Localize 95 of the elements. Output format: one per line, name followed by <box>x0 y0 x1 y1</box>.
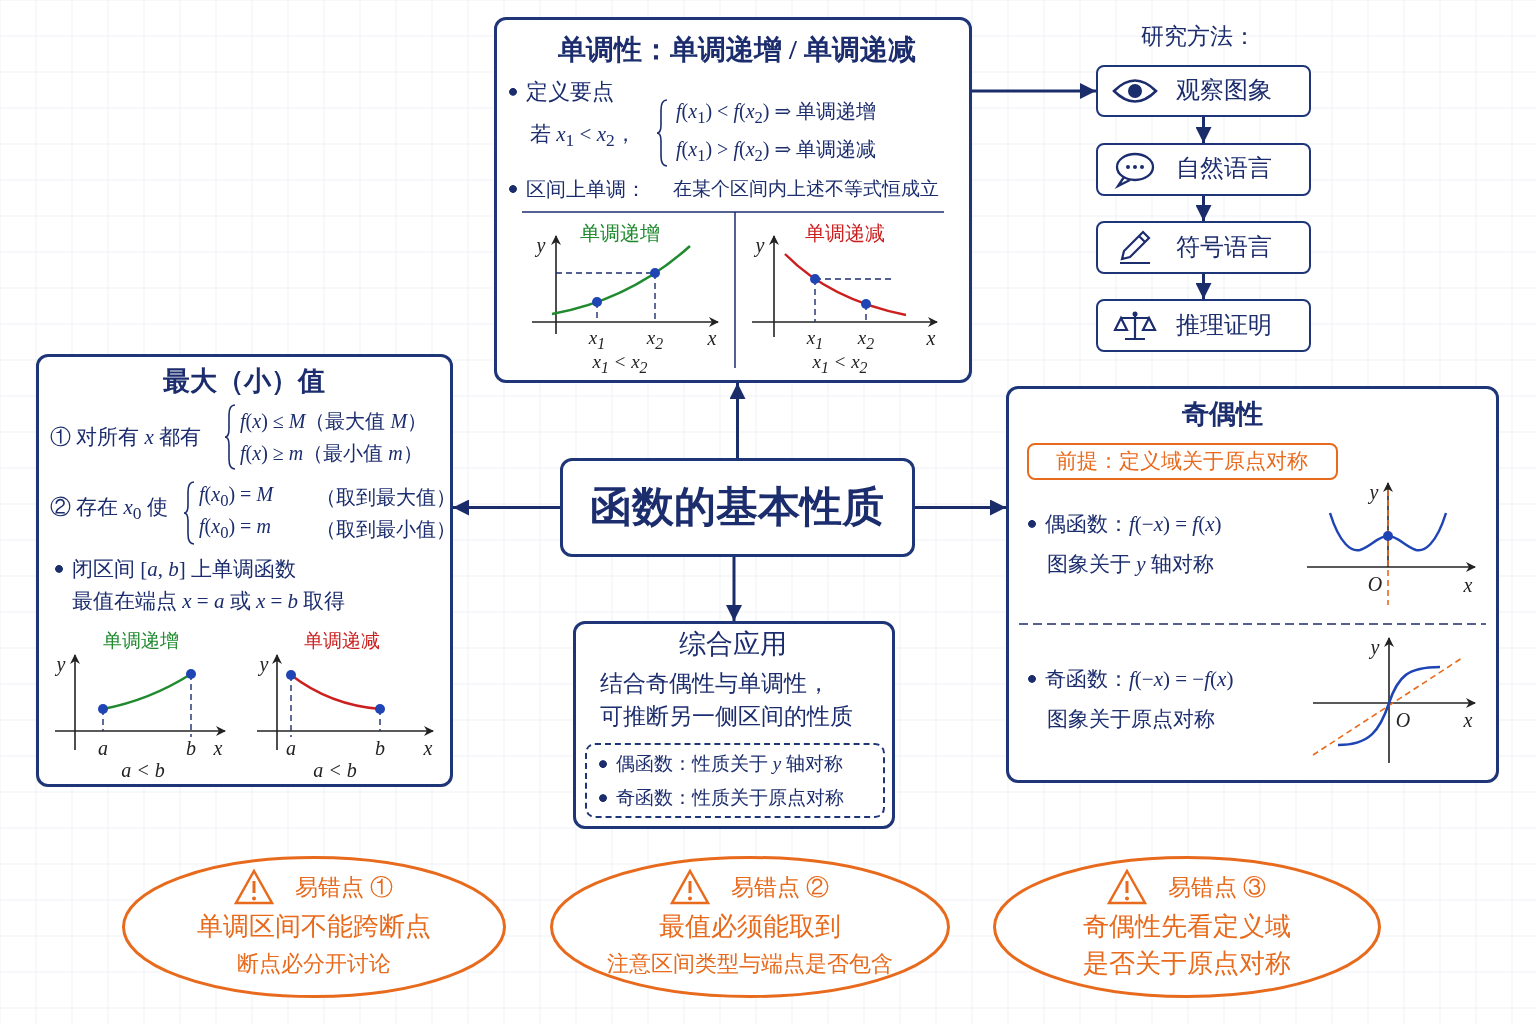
heading: 易错点 ③ <box>1168 874 1266 902</box>
heading: 易错点 ① <box>295 874 393 902</box>
axis-label: a <box>286 736 296 760</box>
process-box <box>1096 221 1311 274</box>
formula: x$_{1}$ < x$_{2}$ <box>592 351 648 377</box>
body-text: 结合奇偶性与单调性， <box>600 670 830 698</box>
heading: 易错点 ② <box>731 874 829 902</box>
arrow <box>1195 196 1212 221</box>
formula: f(x$_{1}$) < f(x$_{2}$) ⇒ 单调递增 <box>676 100 877 128</box>
arrow <box>1195 117 1212 143</box>
formula: f(x$_{0}$) = M <box>199 483 274 511</box>
heading: 研究方法： <box>1140 23 1256 51</box>
axis-label: y <box>536 233 546 257</box>
arrow <box>915 499 1006 516</box>
axis-label: y <box>1369 480 1379 504</box>
body-text: ① 对所有 x 都有 <box>50 424 202 450</box>
body-text: 闭区间 [a, b] 上单调函数 <box>54 556 296 582</box>
heading: 函数的基本性质 <box>590 482 884 532</box>
heading: 最大（小）值 <box>163 366 325 398</box>
body-text: 最值在端点 x = a 或 x = b 取得 <box>72 588 346 614</box>
process-box <box>1096 299 1311 352</box>
formula: a < b <box>121 758 165 782</box>
axis-label: O <box>1395 708 1411 732</box>
content-box <box>36 354 453 787</box>
box-label: 符号语言 <box>1175 233 1272 262</box>
body-text: 是否关于原点对称 <box>1083 949 1291 979</box>
arrow <box>972 83 1096 99</box>
body-text: 定义要点 <box>508 79 614 105</box>
body-text: （取到最小值） <box>316 517 456 541</box>
axis-label: b <box>186 736 196 760</box>
body-text: 奇函数：性质关于原点对称 <box>598 787 844 809</box>
body-text: 可推断另一侧区间的性质 <box>600 703 853 731</box>
graph-title: 单调递减 <box>805 221 885 245</box>
body-text: 图象关于 y 轴对称 <box>1047 551 1214 577</box>
axis-label: x <box>1463 708 1473 732</box>
body-text: 最值必须能取到 <box>659 912 841 942</box>
content-box <box>1006 386 1499 783</box>
body-text: 在某个区间内上述不等式恒成立 <box>673 178 939 200</box>
box-label: 观察图象 <box>1175 76 1272 105</box>
axis-label: x$_{1}$ <box>806 327 824 353</box>
axis-label: x$_{2}$ <box>646 327 664 353</box>
body-text: 断点必分开讨论 <box>237 951 391 977</box>
process-box <box>1096 65 1311 117</box>
body-text: 奇偶性先看定义域 <box>1083 912 1291 942</box>
axis-label: y <box>259 652 269 676</box>
warning-ellipse <box>122 856 506 998</box>
formula: 奇函数：f(−x) = −f(x) <box>1027 666 1234 692</box>
body-text: ② 存在 x$_{0}$ 使 <box>50 494 168 524</box>
formula: f(x$_{1}$) > f(x$_{2}$) ⇒ 单调递减 <box>676 138 877 166</box>
formula: f(x) ≤ M（最大值 M） <box>240 409 428 433</box>
axis-label: x <box>213 736 223 760</box>
formula: f(x) ≥ m（最小值 m） <box>240 441 423 465</box>
warning-ellipse <box>993 856 1381 998</box>
axis-label: x <box>423 736 433 760</box>
graph-title: 单调递减 <box>304 630 380 652</box>
formula: x$_{1}$ < x$_{2}$ <box>812 351 868 377</box>
formula: 偶函数：f(−x) = f(x) <box>1027 511 1222 537</box>
warning-ellipse <box>550 856 950 998</box>
box-label: 自然语言 <box>1175 154 1272 183</box>
formula: f(x$_{0}$) = m <box>199 515 271 543</box>
axis-label: O <box>1367 572 1383 596</box>
body-text: 单调区间不能跨断点 <box>197 912 431 942</box>
note-box <box>1027 443 1338 480</box>
body-text: 偶函数：性质关于 y 轴对称 <box>598 753 843 775</box>
heading: 奇偶性 <box>1181 399 1263 431</box>
axis-label: x <box>926 326 936 350</box>
axis-label: x$_{2}$ <box>857 327 875 353</box>
axis-label: y <box>56 652 66 676</box>
axis-label: x <box>707 326 717 350</box>
axis-label: b <box>375 736 385 760</box>
box-label: 推理证明 <box>1175 311 1272 340</box>
formula: a < b <box>313 758 357 782</box>
heading: 单调性：单调递增 / 单调递减 <box>558 33 916 67</box>
axis-label: x$_{1}$ <box>588 327 606 353</box>
process-box <box>1096 143 1311 196</box>
heading: 综合应用 <box>679 629 787 661</box>
formula: 若 x$_{1}$ < x$_{2}$， <box>530 121 636 151</box>
body-text: 图象关于原点对称 <box>1047 706 1215 732</box>
arrow <box>729 383 746 458</box>
axis-label: y <box>755 233 765 257</box>
content-box <box>573 621 895 829</box>
axis-label: a <box>98 736 108 760</box>
body-text: 注意区间类型与端点是否包含 <box>607 951 893 977</box>
arrow <box>726 557 742 621</box>
graph-title: 单调递增 <box>103 630 179 652</box>
arrow <box>453 499 560 516</box>
content-box <box>560 458 915 557</box>
dashed-box <box>585 743 885 818</box>
body-text: （取到最大值） <box>316 485 456 509</box>
body-text: 前提：定义域关于原点对称 <box>1056 448 1308 474</box>
content-box <box>494 17 972 383</box>
axis-label: y <box>1370 635 1380 659</box>
arrow <box>1195 274 1212 299</box>
graph-title: 单调递增 <box>580 221 660 245</box>
axis-label: x <box>1463 573 1473 597</box>
